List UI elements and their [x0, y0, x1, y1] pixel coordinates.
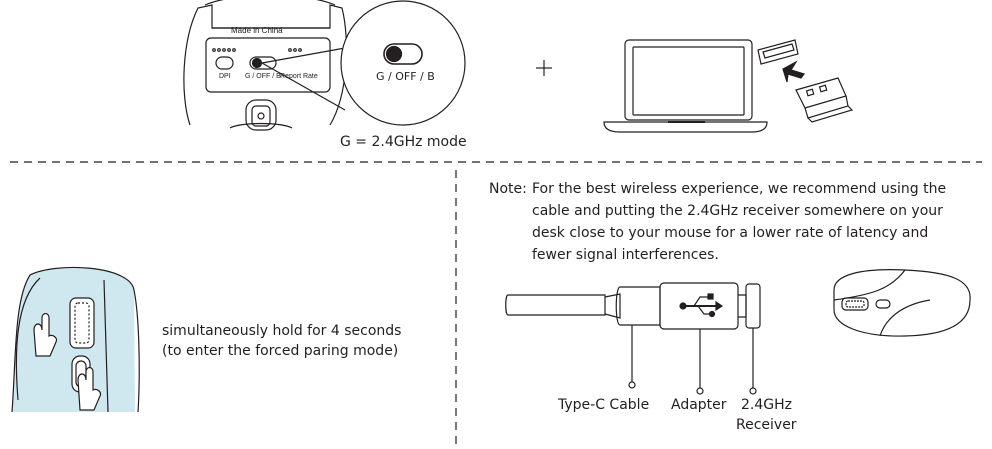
type-c-label: Type-C Cable — [558, 397, 650, 413]
mouse-top-illustration — [11, 266, 140, 413]
usb-receiver-illustration — [757, 39, 854, 123]
mouse-side-illustration — [833, 269, 971, 337]
report-rate-label: Report Rate — [280, 73, 318, 80]
cable-adapter-illustration — [505, 282, 761, 330]
receiver-label-line2: Receiver — [736, 417, 797, 433]
note-prefix: Note: — [489, 181, 527, 197]
switch-label-small: G / OFF / B — [245, 73, 281, 80]
laptop-illustration — [603, 39, 768, 133]
note-line-1: For the best wireless experience, we rec… — [532, 181, 947, 197]
mode-caption: G = 2.4GHz mode — [340, 134, 467, 150]
dpi-label: DPI — [219, 73, 231, 80]
hold-instruction-line1: simultaneously hold for 4 seconds — [162, 323, 402, 339]
receiver-label-line1: 2.4GHz — [741, 397, 792, 413]
note-line-3: desk close to your mouse for a lower rat… — [532, 225, 929, 241]
adapter-label: Adapter — [671, 397, 727, 413]
note-line-4: fewer signal interferences. — [532, 247, 719, 263]
switch-zoom-circle — [340, 0, 466, 126]
hold-instruction-line2: (to enter the forced paring mode) — [162, 343, 399, 359]
plus-sign — [536, 60, 552, 76]
note-line-2: cable and putting the 2.4GHz receiver so… — [532, 203, 943, 219]
switch-label-zoom: G / OFF / B — [376, 70, 435, 83]
mouse-bottom-illustration — [183, 0, 348, 131]
made-in-label: Made in China — [231, 26, 283, 35]
label-leader-lines — [628, 325, 757, 395]
